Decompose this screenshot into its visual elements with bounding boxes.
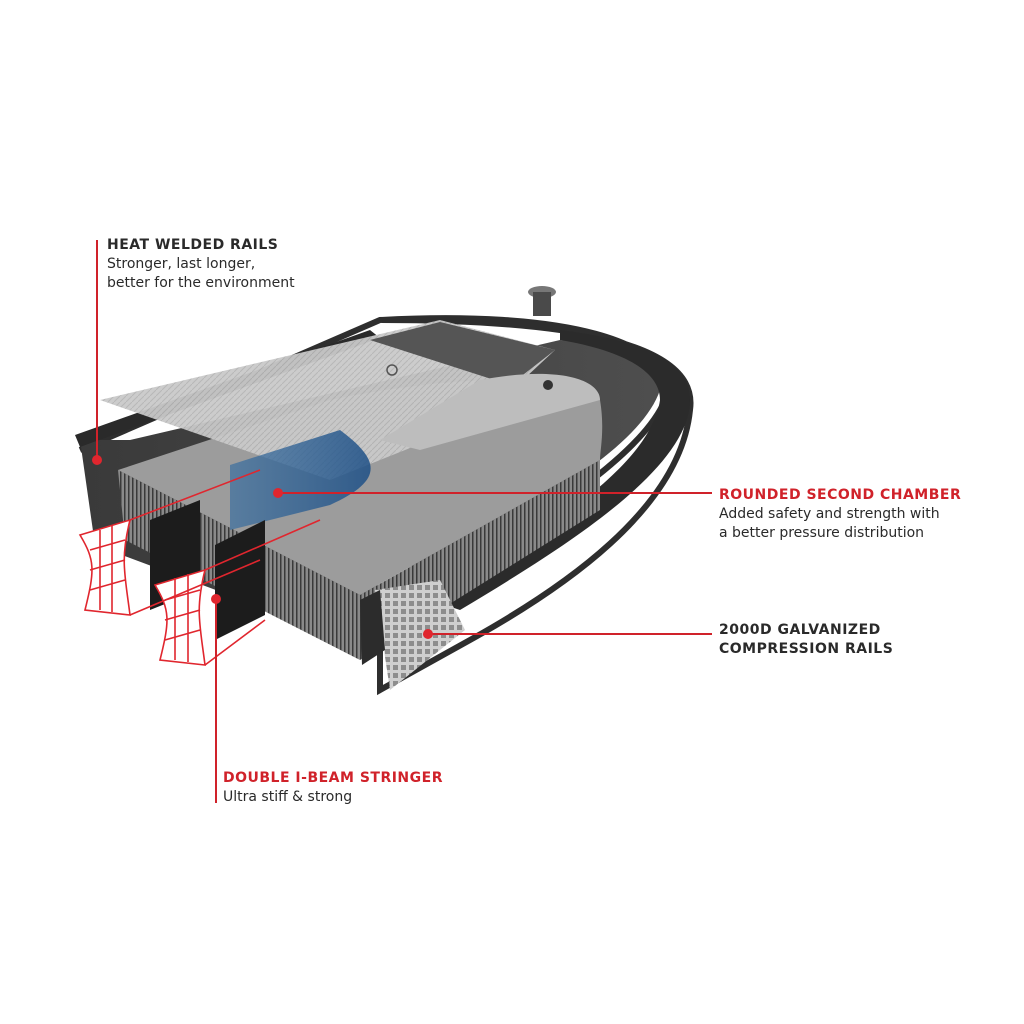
callout-title: COMPRESSION RAILS	[719, 641, 894, 657]
callout-dots	[92, 455, 433, 639]
callout-text: better for the environment	[107, 275, 295, 291]
rounded-second-chamber	[230, 430, 371, 530]
compression-rail	[375, 580, 465, 690]
i-beam-stringer	[78, 469, 321, 666]
callout-text: a better pressure distribution	[719, 525, 925, 541]
callout-double-i-beam-stringer: DOUBLE I-BEAM STRINGER Ultra stiff & str…	[223, 769, 443, 807]
callout-text: Added safety and strength with	[719, 506, 940, 522]
callout-title: DOUBLE I-BEAM STRINGER	[223, 770, 443, 786]
callout-heat-welded-rails: HEAT WELDED RAILS Stronger, last longer,…	[107, 236, 295, 293]
callout-text: Stronger, last longer,	[107, 256, 256, 272]
callout-rounded-second-chamber: ROUNDED SECOND CHAMBER Added safety and …	[719, 486, 961, 543]
valve-icon	[528, 286, 556, 316]
callout-compression-rails: 2000D GALVANIZED COMPRESSION RAILS	[719, 621, 893, 659]
callout-text: Ultra stiff & strong	[223, 789, 353, 805]
callout-title: ROUNDED SECOND CHAMBER	[719, 487, 962, 503]
callout-lines	[96, 240, 712, 803]
deck-pad	[380, 373, 600, 450]
callout-title: HEAT WELDED RAILS	[107, 237, 279, 253]
callout-title: 2000D GALVANIZED	[719, 622, 881, 638]
